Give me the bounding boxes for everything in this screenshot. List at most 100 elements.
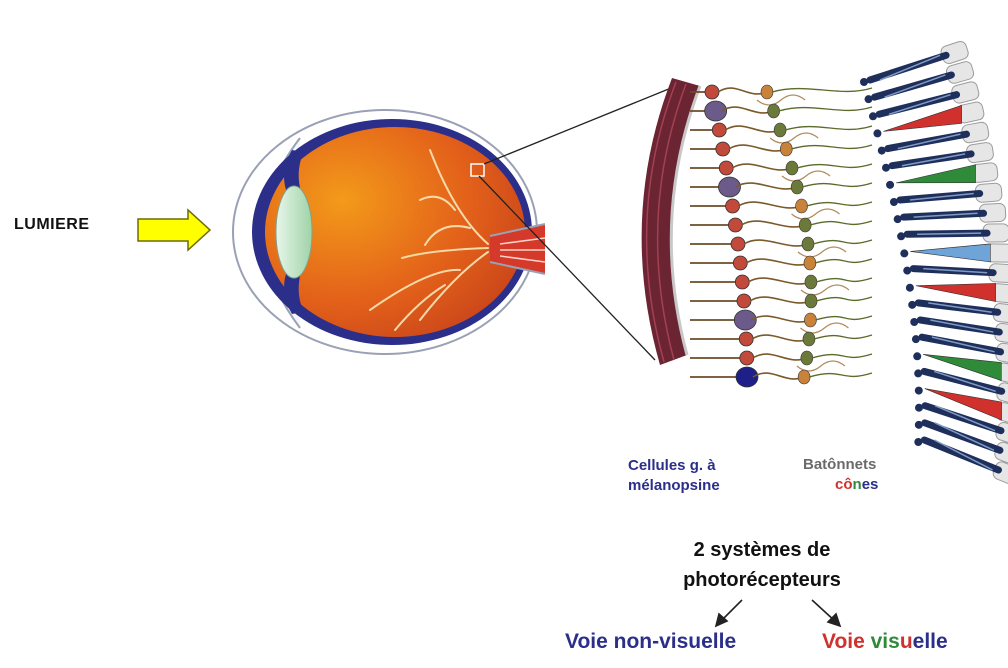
photoreceptor-nucleus — [865, 95, 873, 103]
bipolar-cell — [774, 123, 786, 137]
photoreceptor-nucleus — [913, 352, 921, 360]
ganglion-cell — [719, 161, 733, 175]
bipolar-cell — [803, 332, 815, 346]
systems-line1: 2 systèmes de — [662, 535, 862, 565]
retina-choroid — [642, 78, 700, 365]
synapse-link — [814, 335, 872, 339]
synapse-link — [816, 278, 872, 282]
bipolar-dendrite — [741, 221, 805, 227]
photoreceptor-nucleus — [882, 164, 890, 172]
photoreceptor-tip — [991, 460, 1008, 486]
bipolar-dendrite — [718, 88, 767, 94]
bipolar-dendrite — [722, 107, 774, 113]
cone-cell — [916, 283, 996, 301]
cones-label-part: e — [862, 476, 870, 493]
bipolar-cell — [799, 218, 811, 232]
synapse-link — [802, 183, 872, 187]
synapse-link — [815, 259, 872, 263]
photoreceptor-nucleus — [890, 198, 898, 206]
visual-pathway-part: vis — [871, 630, 900, 653]
bipolar-dendrite — [746, 259, 810, 265]
ganglion-cell — [731, 237, 745, 251]
rod-highlight — [889, 95, 951, 115]
synapse-link — [785, 126, 872, 130]
non-visual-pathway-label: Voie non-visuelle — [565, 630, 736, 654]
bipolar-dendrite — [753, 354, 807, 360]
ganglion-cell — [726, 199, 740, 213]
bipolar-cell — [805, 294, 817, 308]
eye-cross-section — [233, 110, 545, 354]
bipolar-cell — [805, 275, 817, 289]
rod-highlight — [898, 134, 961, 148]
bipolar-dendrite — [751, 316, 810, 322]
rod-highlight — [932, 337, 995, 352]
bipolar-cell — [798, 370, 810, 384]
cones-label-part: s — [870, 476, 878, 493]
ganglion-cells-label: Cellules g. à mélanopsine — [628, 456, 720, 496]
photoreceptor-nucleus — [910, 318, 918, 326]
bipolar-cell — [761, 85, 773, 99]
bipolar-dendrite — [725, 126, 780, 132]
bipolar-cell — [804, 256, 816, 270]
photoreceptor-nucleus — [873, 129, 881, 137]
cone-cell — [896, 165, 975, 183]
systems-line2: photorécepteurs — [662, 565, 862, 595]
ganglion-cell — [739, 332, 753, 346]
ganglion-cell — [733, 256, 747, 270]
synapse-link — [812, 354, 872, 358]
cones-label: cônes — [835, 476, 878, 493]
bipolar-dendrite — [744, 240, 808, 246]
photoreceptor-nucleus — [860, 78, 868, 86]
photoreceptor-nucleus — [878, 147, 886, 155]
bipolar-dendrite — [750, 297, 811, 303]
cones-label-part: ô — [843, 476, 852, 493]
rods-label: Batônnets — [803, 456, 876, 473]
cone-cell — [910, 244, 990, 262]
synapse-link — [797, 164, 872, 168]
photoreceptor-nucleus — [869, 112, 877, 120]
photoreceptor-nucleus — [912, 335, 920, 343]
synapse-link — [791, 145, 872, 149]
ganglion-cell — [712, 123, 726, 137]
visual-pathway-part: u — [900, 630, 913, 653]
photoreceptor-nucleus — [900, 249, 908, 257]
photoreceptor-nucleus — [908, 301, 916, 309]
visual-pathway-part: elle — [913, 630, 948, 653]
photoreceptor-nucleus — [906, 284, 914, 292]
visual-pathway-label: Voie visuelle — [822, 630, 948, 654]
rod-highlight — [885, 75, 946, 97]
bipolar-dendrite — [739, 202, 802, 208]
light-label: LUMIERE — [14, 216, 90, 234]
bipolar-cell — [804, 313, 816, 327]
bipolar-cell — [802, 237, 814, 251]
ganglion-cell — [728, 218, 742, 232]
synapse-link — [810, 221, 872, 225]
bipolar-cell — [801, 351, 813, 365]
synapse-link — [809, 373, 872, 377]
bipolar-dendrite — [736, 183, 798, 189]
ganglion-cell — [735, 275, 749, 289]
photoreceptor-nucleus — [914, 438, 922, 446]
photoreceptor-nucleus — [914, 369, 922, 377]
bipolar-cell — [768, 104, 780, 118]
ganglion-cell — [705, 101, 727, 121]
ganglion-cell — [716, 142, 730, 156]
synapse-link — [807, 202, 872, 206]
retina-cells — [690, 40, 1008, 487]
photoreceptor-nucleus — [915, 404, 923, 412]
light-arrow — [138, 210, 210, 250]
bipolar-dendrite — [748, 278, 811, 284]
bipolar-cell — [791, 180, 803, 194]
bipolar-dendrite — [729, 145, 786, 151]
photoreceptor-systems-label: 2 systèmes de photorécepteurs — [662, 535, 862, 595]
cones-label-part: n — [853, 476, 862, 493]
bipolar-cell — [780, 142, 792, 156]
ganglion-cell — [740, 351, 754, 365]
synapse-link — [772, 88, 872, 92]
photoreceptor-nucleus — [894, 215, 902, 223]
ganglion-cell — [719, 177, 741, 197]
photoreceptor-nucleus — [915, 387, 923, 395]
synapse-link — [815, 316, 872, 320]
bipolar-dendrite — [753, 373, 804, 379]
